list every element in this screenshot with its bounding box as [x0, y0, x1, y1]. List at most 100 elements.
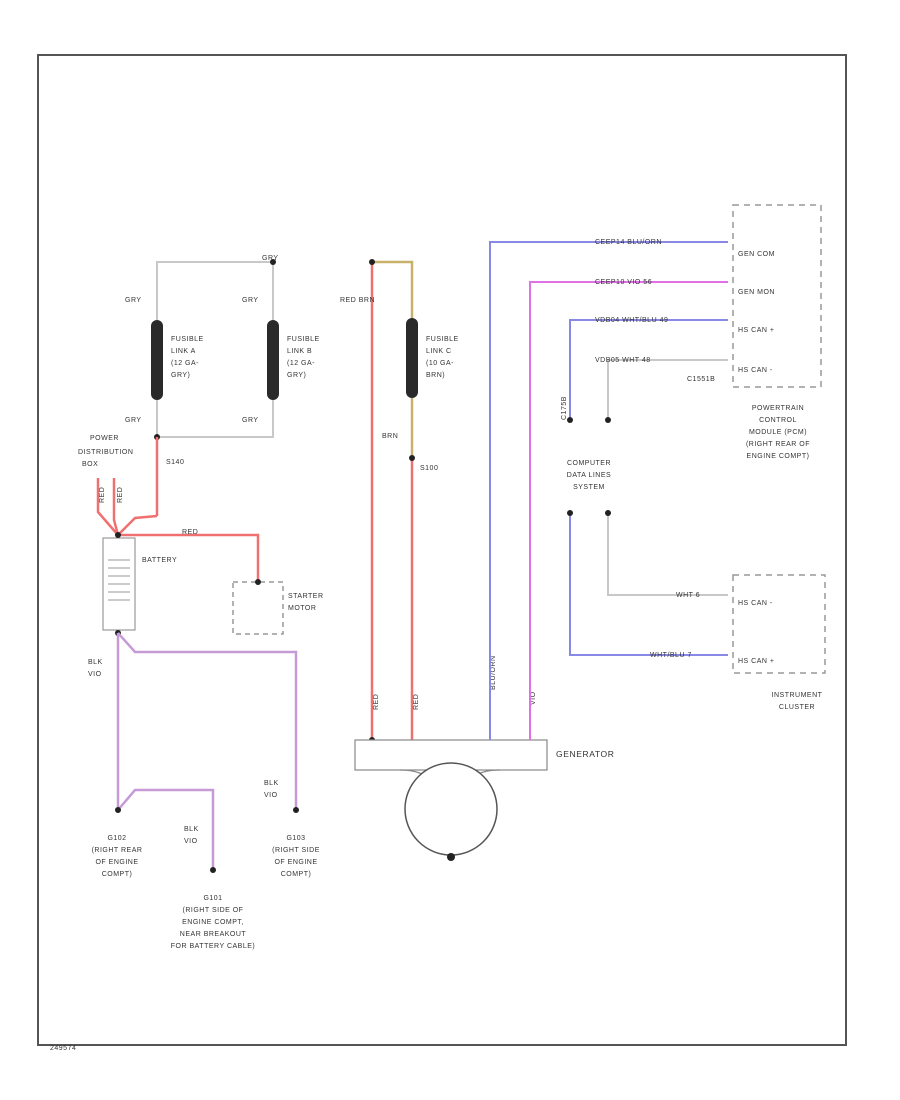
svg-text:(RIGHT SIDE OF: (RIGHT SIDE OF: [183, 907, 244, 914]
hs-can-minus-wire: [607, 359, 728, 596]
ground-g102-label: G102 (RIGHT REAR OF ENGINE COMPT): [92, 835, 143, 878]
pcm-pins: GEN COM GEN MON HS CAN + HS CAN -: [738, 251, 775, 374]
diagram-id: 249574: [50, 1045, 76, 1052]
splice-dot-gen-top: [369, 259, 375, 265]
svg-text:LINK B: LINK B: [287, 348, 312, 355]
svg-text:FUSIBLE: FUSIBLE: [426, 336, 459, 343]
svg-text:BLK: BLK: [184, 826, 199, 833]
svg-text:HS CAN -: HS CAN -: [738, 600, 773, 607]
svg-text:(10 GA-: (10 GA-: [426, 360, 454, 367]
fusible-link-c-wiring: [372, 260, 414, 458]
fusible-link-b: [267, 320, 279, 400]
svg-text:FOR BATTERY CABLE): FOR BATTERY CABLE): [171, 943, 255, 950]
svg-text:HS CAN -: HS CAN -: [738, 367, 773, 374]
svg-text:ENGINE COMPT,: ENGINE COMPT,: [182, 919, 244, 926]
svg-text:VIO: VIO: [264, 792, 278, 799]
fusible-link-b-label: FUSIBLE LINK B (12 GA- GRY): [287, 336, 320, 379]
label-c175b: C175B: [561, 396, 568, 420]
label-blk-1: BLK VIO: [88, 659, 103, 678]
svg-text:MODULE (PCM): MODULE (PCM): [749, 429, 807, 436]
svg-text:SYSTEM: SYSTEM: [573, 484, 605, 491]
label-s140: S140: [166, 459, 184, 466]
cdl-dot-1: [567, 417, 573, 423]
svg-text:COMPUTER: COMPUTER: [567, 460, 611, 467]
svg-text:GEN MON: GEN MON: [738, 289, 775, 296]
ground-g103-dot: [293, 807, 299, 813]
ground-wiring: [116, 632, 298, 870]
gen-mon-wire: [529, 281, 728, 740]
svg-text:NEAR BREAKOUT: NEAR BREAKOUT: [180, 931, 247, 938]
ground-g101-dot: [210, 867, 216, 873]
svg-text:(RIGHT SIDE: (RIGHT SIDE: [272, 847, 320, 854]
splice-dot-s100: [409, 455, 415, 461]
instrument-cluster-pins: HS CAN - HS CAN +: [738, 600, 774, 665]
fusible-link-wiring: [156, 261, 274, 438]
label-gry-bl: GRY: [125, 417, 142, 424]
battery-label: BATTERY: [142, 557, 177, 564]
svg-text:LINK C: LINK C: [426, 348, 452, 355]
fusible-link-a: [151, 320, 163, 400]
fusible-link-c-label: FUSIBLE LINK C (10 GA- BRN): [426, 336, 459, 379]
label-blu-gen: BLU/ORN: [490, 655, 497, 690]
svg-text:FUSIBLE: FUSIBLE: [287, 336, 320, 343]
svg-text:FUSIBLE: FUSIBLE: [171, 336, 204, 343]
battery-red-wiring: [96, 437, 260, 582]
svg-text:(RIGHT REAR: (RIGHT REAR: [92, 847, 143, 854]
starter-motor-label: STARTER MOTOR: [288, 593, 324, 612]
svg-text:BLK: BLK: [264, 780, 279, 787]
instrument-cluster-label: INSTRUMENT CLUSTER: [772, 692, 823, 711]
svg-text:COMPT): COMPT): [281, 871, 312, 878]
label-s100: S100: [420, 465, 438, 472]
label-red-3: RED: [182, 529, 198, 536]
svg-text:MOTOR: MOTOR: [288, 605, 316, 612]
cdl-dot-4: [605, 510, 611, 516]
battery-cells: [108, 559, 130, 601]
svg-text:BRN): BRN): [426, 372, 445, 379]
instrument-cluster-box: [732, 574, 826, 674]
starter-motor-box: [232, 581, 284, 635]
svg-text:HS CAN +: HS CAN +: [738, 327, 774, 334]
svg-text:POWER: POWER: [90, 435, 119, 442]
svg-text:(RIGHT REAR OF: (RIGHT REAR OF: [746, 441, 810, 448]
svg-text:DATA LINES: DATA LINES: [567, 472, 611, 479]
svg-text:OF ENGINE: OF ENGINE: [95, 859, 138, 866]
svg-text:CLUSTER: CLUSTER: [779, 704, 815, 711]
svg-text:G102: G102: [107, 835, 126, 842]
label-gry-top-right: GRY: [262, 255, 279, 262]
svg-text:(12 GA-: (12 GA-: [171, 360, 199, 367]
svg-text:GRY): GRY): [171, 372, 190, 379]
svg-text:GRY): GRY): [287, 372, 306, 379]
label-brn: BRN: [382, 433, 398, 440]
svg-text:VIO: VIO: [88, 671, 102, 678]
svg-text:G103: G103: [286, 835, 305, 842]
label-ic-w1: WHT 6: [676, 592, 700, 599]
computer-data-lines-label: COMPUTER DATA LINES SYSTEM: [567, 460, 611, 491]
label-gry-tl: GRY: [125, 297, 142, 304]
svg-text:DISTRIBUTION: DISTRIBUTION: [78, 449, 133, 456]
svg-text:STARTER: STARTER: [288, 593, 324, 600]
hs-can-plus-wire: [569, 319, 728, 656]
pcm-label: POWERTRAIN CONTROL MODULE (PCM) (RIGHT R…: [746, 405, 810, 460]
diagram-frame: [37, 54, 847, 1046]
svg-text:GEN COM: GEN COM: [738, 251, 775, 258]
starter-terminal: [255, 579, 261, 585]
cdl-dot-3: [567, 510, 573, 516]
battery-positive-terminal: [115, 532, 121, 538]
svg-text:ENGINE COMPT): ENGINE COMPT): [747, 453, 810, 460]
ground-g103-label: G103 (RIGHT SIDE OF ENGINE COMPT): [272, 835, 320, 878]
ground-g102-dot: [115, 807, 121, 813]
label-c4: VDB05 WHT 48: [595, 357, 651, 364]
svg-text:POWERTRAIN: POWERTRAIN: [752, 405, 804, 412]
generator-ground-dot: [447, 853, 455, 861]
svg-text:G101: G101: [203, 895, 222, 902]
label-blk-3: BLK VIO: [184, 826, 199, 845]
svg-text:BLK: BLK: [88, 659, 103, 666]
svg-text:CONTROL: CONTROL: [759, 417, 797, 424]
svg-text:BOX: BOX: [82, 461, 98, 468]
label-c1551b: C1551B: [687, 376, 715, 383]
gen-com-wire: [489, 241, 728, 740]
label-red-1: RED: [99, 487, 106, 503]
cdl-dot-2: [605, 417, 611, 423]
svg-text:INSTRUMENT: INSTRUMENT: [772, 692, 823, 699]
